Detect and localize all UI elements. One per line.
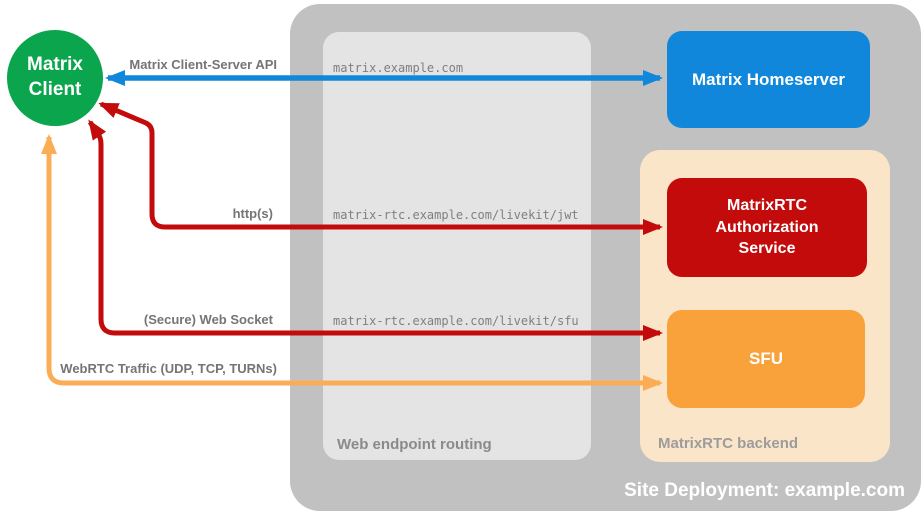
matrix-homeserver-node: Matrix Homeserver — [667, 31, 870, 128]
matrixrtc-authorization-service-node: MatrixRTC Authorization Service — [667, 178, 867, 277]
web-endpoint-routing-label: Web endpoint routing — [337, 436, 492, 453]
matrixrtc-backend-label: MatrixRTC backend — [658, 435, 799, 452]
webrtc-traffic-arrow-label: WebRTC Traffic (UDP, TCP, TURNs) — [60, 361, 277, 376]
sfu-node: SFU — [667, 310, 865, 408]
client-server-api-arrow-label: Matrix Client-Server API — [129, 57, 277, 72]
endpoint-homeserver-route: matrix.example.com — [333, 61, 464, 75]
site-deployment-label: Site Deployment: example.com — [624, 480, 905, 501]
endpoint-livekit-sfu-route: matrix-rtc.example.com/livekit/sfu — [333, 314, 579, 328]
web-endpoint-routing-container: Web endpoint routing — [323, 32, 591, 460]
websocket-arrow-label: (Secure) Web Socket — [143, 312, 273, 327]
matrix-client-node: Matrix Client — [7, 30, 103, 126]
https-arrow-label: http(s) — [232, 206, 273, 221]
endpoint-livekit-jwt-route: matrix-rtc.example.com/livekit/jwt — [333, 208, 579, 222]
